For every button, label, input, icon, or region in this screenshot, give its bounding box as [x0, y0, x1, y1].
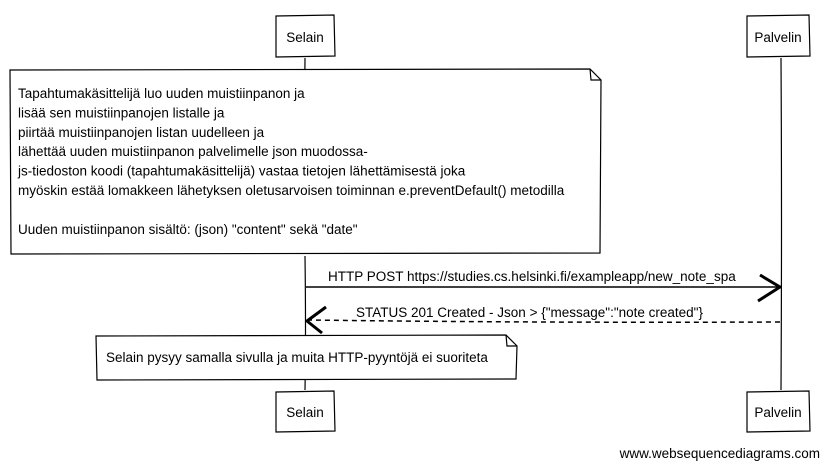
server-lifeline — [780, 57, 783, 391]
note-top-line: lisää sen muistiinpanojen listalle ja — [18, 105, 225, 120]
participant-browser-label: Selain — [286, 30, 324, 45]
note-bottom: Selain pysyy samalla sivulla ja muita HT… — [95, 334, 518, 381]
note-top-line: js-tiedoston koodi (tapahtumakäsittelijä… — [17, 164, 466, 179]
response-label: STATUS 201 Created - Json > {"message":"… — [356, 305, 703, 320]
participant-server-label: Palvelin — [754, 30, 801, 45]
note-top-line: myöskin estää lomakkeen lähetyksen oletu… — [18, 183, 565, 198]
request-message: HTTP POST https://studies.cs.helsinki.fi… — [306, 269, 782, 303]
request-label: HTTP POST https://studies.cs.helsinki.fi… — [328, 269, 736, 284]
participant-server-top: Palvelin — [746, 14, 811, 58]
participant-browser-bottom-label: Selain — [286, 405, 324, 420]
note-top: Tapahtumakäsittelijä luo uuden muistiinp… — [9, 68, 602, 255]
note-top-line: Uuden muistiinpanon sisältö: (json) "con… — [18, 222, 358, 237]
response-message: STATUS 201 Created - Json > {"message":"… — [305, 305, 781, 335]
participant-browser-top: Selain — [275, 14, 336, 58]
participant-server-bottom: Palvelin — [746, 390, 811, 433]
participant-browser-bottom: Selain — [275, 390, 336, 433]
note-top-line: Tapahtumakäsittelijä luo uuden muistiinp… — [18, 86, 305, 101]
note-bottom-text: Selain pysyy samalla sivulla ja muita HT… — [106, 350, 488, 365]
watermark: www.websequencediagrams.com — [619, 446, 820, 461]
note-top-line: piirtää muistiinpanojen listan uudelleen… — [18, 125, 265, 140]
note-top-lines: Tapahtumakäsittelijä luo uuden muistiinp… — [17, 86, 565, 237]
participant-server-bottom-label: Palvelin — [754, 405, 801, 420]
note-top-line: lähettää uuden muistiinpanon palvelimell… — [18, 144, 368, 159]
